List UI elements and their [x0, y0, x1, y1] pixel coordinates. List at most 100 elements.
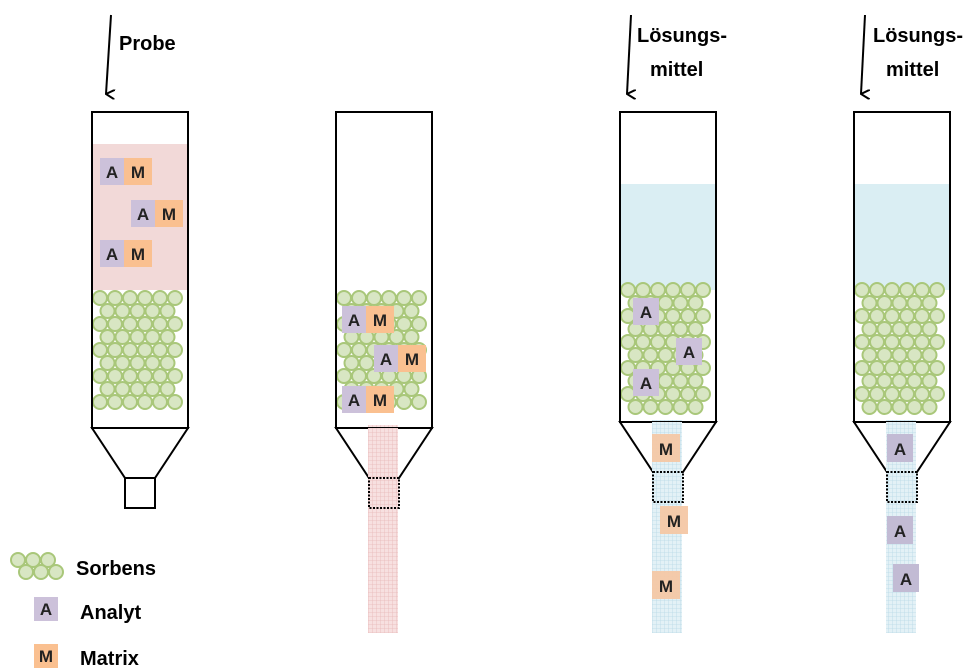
solvent-liquid [620, 184, 716, 290]
sorbent-bead [921, 295, 938, 311]
sorbent-bead [107, 342, 123, 358]
sorbent-bead [642, 399, 659, 415]
analyte-letter: A [348, 311, 360, 330]
analyte-token-group: A [676, 338, 702, 365]
sorbent-bead [672, 399, 689, 415]
sorbent-bead [620, 360, 636, 376]
sorbent-bead [99, 381, 116, 397]
eluted-matrix-token: M [652, 571, 680, 599]
analyte-token [374, 345, 398, 372]
sorbent-bead [107, 316, 123, 332]
sorbent-bead [906, 347, 923, 363]
sorbent-bead [657, 399, 674, 415]
sorbent-bead [159, 303, 176, 319]
legend-sorbent-icon [10, 552, 64, 580]
column-outlet [886, 471, 918, 503]
sorbent-bead [411, 290, 427, 306]
sorbent-bead [358, 355, 375, 371]
eluted-matrix-token: M [652, 434, 680, 462]
sorbent-bead [695, 282, 711, 298]
sorbent-bead [144, 329, 161, 345]
sorbent-bead [107, 290, 123, 306]
sorbent-bead [122, 394, 138, 410]
sorbent-bead [403, 303, 420, 319]
sorbent-bead [650, 334, 666, 350]
matrix-token [660, 506, 688, 534]
sorbent-bead [137, 368, 153, 384]
sorbent-bead [854, 386, 870, 402]
sorbent-bead [114, 329, 131, 345]
analyte-matrix-pair: A M [342, 386, 394, 413]
sorbent-bead [144, 355, 161, 371]
sorbent-bead [921, 373, 938, 389]
legend-matrix-symbol: M [39, 647, 53, 666]
legend-matrix-label: Matrix [80, 648, 139, 670]
sorbent-bead [884, 282, 900, 298]
column-funnel [90, 427, 190, 479]
sorbent-bead [876, 373, 893, 389]
sorbent-bead [627, 347, 644, 363]
solvent-label-line1: Lösungs- [873, 25, 963, 47]
sorbent-bead [869, 282, 885, 298]
sorbent-bead [891, 321, 908, 337]
sorbent-bead [411, 316, 427, 332]
analyte-letter: A [640, 303, 652, 322]
sorbent-bead [884, 308, 900, 324]
sorbent-bead [680, 282, 696, 298]
matrix-letter: M [667, 512, 681, 531]
sorbent-bead [167, 394, 183, 410]
sorbent-bead [680, 308, 696, 324]
analyte-token-group: A [633, 298, 659, 325]
probe-arrow [106, 14, 111, 94]
analyte-token [100, 240, 124, 267]
sorbent-bead [906, 295, 923, 311]
legend-analyte-swatch [34, 597, 58, 621]
eluted-matrix-token: M [660, 506, 688, 534]
sorbent-bead [672, 373, 689, 389]
sorbent-bead [343, 355, 360, 371]
sorbent-bead [914, 334, 930, 350]
legend-analyte-label: Analyt [80, 602, 141, 624]
sorbent-bead [929, 308, 945, 324]
sorbent-bead [672, 321, 689, 337]
sorbent-bead [351, 342, 367, 358]
sorbent-bead [92, 290, 108, 306]
sorbent-bead [627, 399, 644, 415]
sorbent-bead [137, 342, 153, 358]
solvent-label-line2: mittel [650, 59, 703, 81]
sorbent-bead [914, 386, 930, 402]
analyte-letter: A [640, 374, 652, 393]
analyte-matrix-pair: A M [100, 158, 152, 185]
analyte-matrix-pair: A M [374, 345, 426, 372]
sorbent-bead [137, 316, 153, 332]
analyte-token [131, 200, 155, 227]
sorbent-bead [99, 355, 116, 371]
sorbent-bead [861, 347, 878, 363]
sorbent-bead [167, 316, 183, 332]
sorbent-bead [114, 303, 131, 319]
analyte-token [887, 516, 913, 544]
sorbent-bead [854, 282, 870, 298]
sorbent-bead [665, 386, 681, 402]
sorbent-bead [122, 290, 138, 306]
analyte-letter: A [106, 245, 118, 264]
sorbent-bead [665, 308, 681, 324]
sorbent-bead [657, 373, 674, 389]
sorbent-bead [159, 329, 176, 345]
solvent-label-line2: mittel [886, 59, 939, 81]
sorbent-bead [869, 308, 885, 324]
matrix-token [652, 571, 680, 599]
solvent-arrow-4 [861, 14, 865, 94]
analyte-token [887, 434, 913, 462]
sorbent-bead [884, 386, 900, 402]
sorbent-bead [411, 394, 427, 410]
sorbent-bead [914, 360, 930, 376]
sorbent-bead [891, 373, 908, 389]
eluted-analyte-token: A [887, 516, 913, 544]
analyte-matrix-pair: A M [100, 240, 152, 267]
solvent-arrow-3 [627, 14, 631, 94]
sorbent-bead [336, 368, 352, 384]
solvent-label-line1: Lösungs- [637, 25, 727, 47]
eluted-analyte-token: A [893, 564, 919, 592]
sorbent-bead [899, 334, 915, 350]
